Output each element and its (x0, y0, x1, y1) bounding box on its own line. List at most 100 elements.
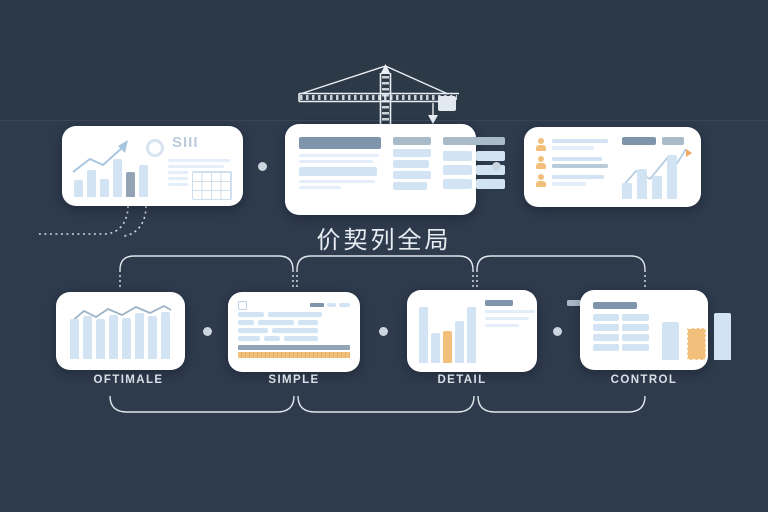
text-line (552, 146, 594, 150)
cell-block (268, 312, 322, 317)
table-row-labels (168, 171, 188, 200)
text-line (552, 182, 586, 186)
list-row (393, 160, 429, 168)
legend-chip (622, 137, 656, 145)
label-control: CONTROL (610, 374, 678, 386)
person-icon (536, 156, 546, 169)
bar-chart (622, 155, 677, 199)
document-column-main (299, 137, 383, 190)
toolbar-chip (339, 303, 350, 307)
label-simple: SIMPLE (268, 374, 320, 386)
toolbar-chip (310, 303, 324, 307)
cell-block (284, 336, 318, 341)
card-optimale (56, 292, 185, 370)
legend-chip (485, 300, 513, 306)
bar (714, 313, 731, 360)
bar (74, 180, 83, 197)
text-line (168, 159, 230, 162)
separator-dot (553, 327, 562, 336)
list-row (393, 171, 431, 179)
bar (148, 316, 157, 359)
list-row (393, 182, 427, 190)
text-line (552, 164, 608, 168)
bar (652, 176, 662, 199)
card-simple (228, 292, 360, 372)
legend-chips (622, 137, 684, 145)
content-block (299, 167, 377, 176)
bar (431, 333, 440, 363)
cell-block (258, 320, 294, 325)
card-analytics-dashboard: SIII (62, 126, 243, 206)
table-grid (192, 171, 232, 200)
text-line (485, 324, 519, 327)
top-bracket-connectors (119, 255, 646, 289)
bar (443, 331, 452, 363)
grid-cell (476, 165, 505, 175)
block-grid (443, 151, 505, 189)
card-detail (407, 290, 589, 372)
separator-dot (203, 327, 212, 336)
bar (139, 165, 148, 197)
data-table (168, 159, 232, 200)
page-title: 价契列全局 (316, 226, 452, 254)
toolbar (238, 300, 350, 310)
card-report-list (524, 127, 701, 207)
highlight-bar (238, 352, 350, 358)
cell-block (238, 320, 254, 325)
document-column-list (393, 137, 433, 190)
bar (161, 312, 170, 359)
bar-chart (419, 307, 476, 363)
grid-cell (443, 151, 472, 161)
grid-cell (476, 151, 505, 161)
card-control (580, 290, 731, 370)
ring-icon (146, 139, 164, 157)
bar (126, 172, 135, 197)
bar (662, 322, 679, 360)
bar (122, 318, 131, 359)
spreadsheet-mock (238, 300, 350, 363)
arrow-tip-icon (686, 149, 692, 157)
table-cell (593, 324, 619, 331)
bar-chart (74, 159, 148, 197)
list-row (393, 149, 431, 157)
zigzag-line (70, 304, 172, 323)
bar (687, 328, 706, 360)
person-icon (536, 138, 546, 151)
text-line (299, 186, 341, 189)
bar (83, 316, 92, 359)
legend-chip (662, 137, 684, 145)
logo-text: SIII (172, 134, 199, 151)
bar (667, 155, 677, 199)
toolbar-chip (327, 303, 336, 307)
table-cell (622, 334, 649, 341)
list-item (536, 156, 608, 169)
bar (100, 179, 109, 197)
grid-cell (443, 179, 472, 189)
mini-bar-chart (479, 336, 495, 363)
text-line (485, 310, 535, 313)
text-line (485, 317, 529, 320)
text-line (552, 157, 602, 161)
separator-dot (379, 327, 388, 336)
card-document-layout (285, 124, 505, 215)
list-item (536, 174, 608, 187)
bar (622, 183, 632, 199)
arrow-up-icon (118, 140, 128, 153)
arrow-down-icon (428, 115, 438, 124)
text-line (168, 177, 188, 180)
text-line (552, 139, 608, 143)
bar (467, 307, 476, 363)
header-block (393, 137, 431, 145)
text-line (299, 160, 373, 163)
legend-chip (567, 300, 589, 306)
separator-dot (492, 162, 501, 171)
table-cell (622, 314, 649, 321)
bar (87, 170, 96, 197)
table-grid (593, 314, 651, 351)
bar (455, 321, 464, 363)
cell-block (238, 336, 260, 341)
app-icon (238, 300, 247, 310)
cell-block (238, 328, 268, 333)
text-line (299, 154, 379, 157)
